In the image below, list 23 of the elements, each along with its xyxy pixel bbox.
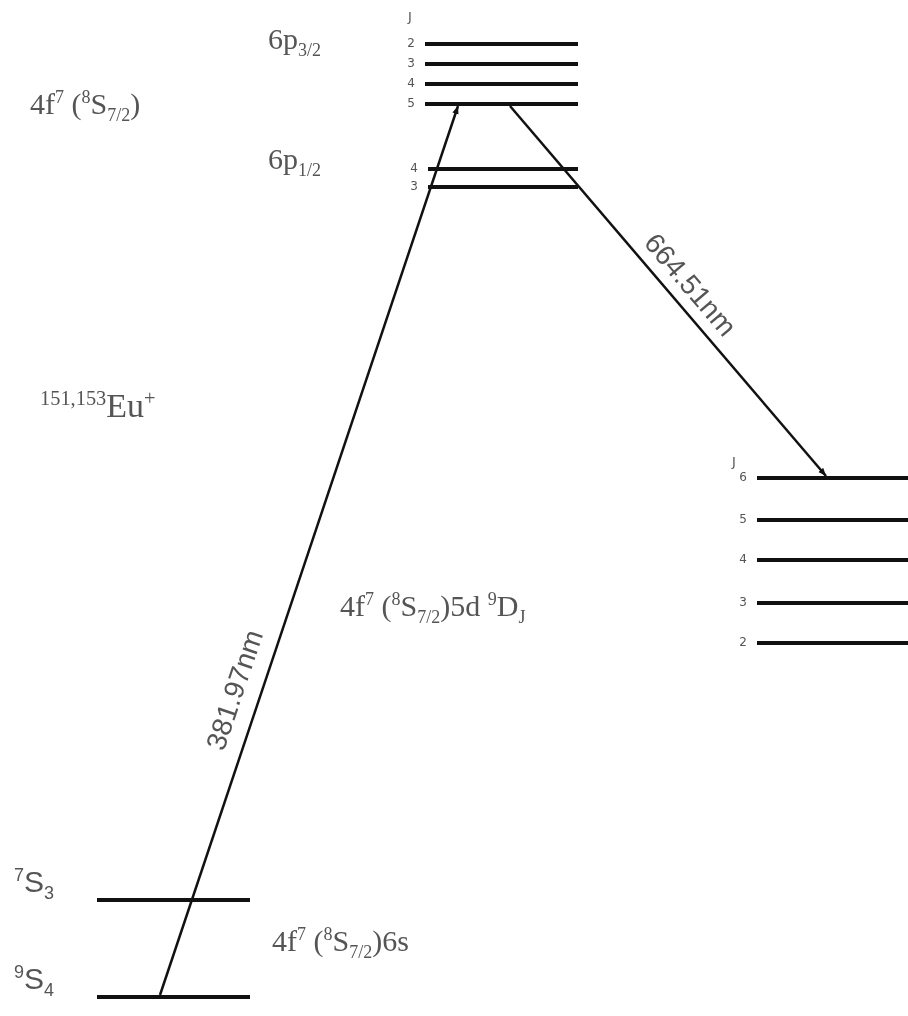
level-label: 4f$^{7}$ ($^{8}$S$_{7/2}$)6s <box>272 925 409 961</box>
arrow <box>509 105 827 477</box>
level-label: 6p$_{1/2}$ <box>268 144 321 179</box>
level-number: 5 <box>407 97 415 109</box>
level-number: 6 <box>739 471 747 483</box>
level-number: 2 <box>407 37 415 49</box>
level-number: 4 <box>739 553 747 565</box>
level-number: 4 <box>410 162 418 174</box>
level-label: 4f$^{7}$ ($^{8}$S$_{7/2}$)5d $^{9}$D$_{J}$ <box>340 590 526 626</box>
term-symbol: $^{7}$S$_{3}$ <box>14 866 55 902</box>
arrow <box>158 105 460 996</box>
column-heading: J <box>732 455 736 468</box>
species-label: $^{151,153}$Eu$^{+}$ <box>40 388 156 424</box>
column-heading: J <box>408 10 412 23</box>
level-number: 2 <box>739 636 747 648</box>
level-number: 3 <box>739 596 747 608</box>
term-symbol: $^{9}$S$_{4}$ <box>14 963 55 999</box>
level-number: 3 <box>410 180 418 192</box>
level-label: 4f$^{7}$ ($^{8}$S$_{7/2}$) <box>30 88 141 124</box>
level-number: 3 <box>407 57 415 69</box>
level-label: 6p$_{3/2}$ <box>268 24 321 59</box>
level-number: 5 <box>739 513 747 525</box>
level-number: 4 <box>407 77 415 89</box>
